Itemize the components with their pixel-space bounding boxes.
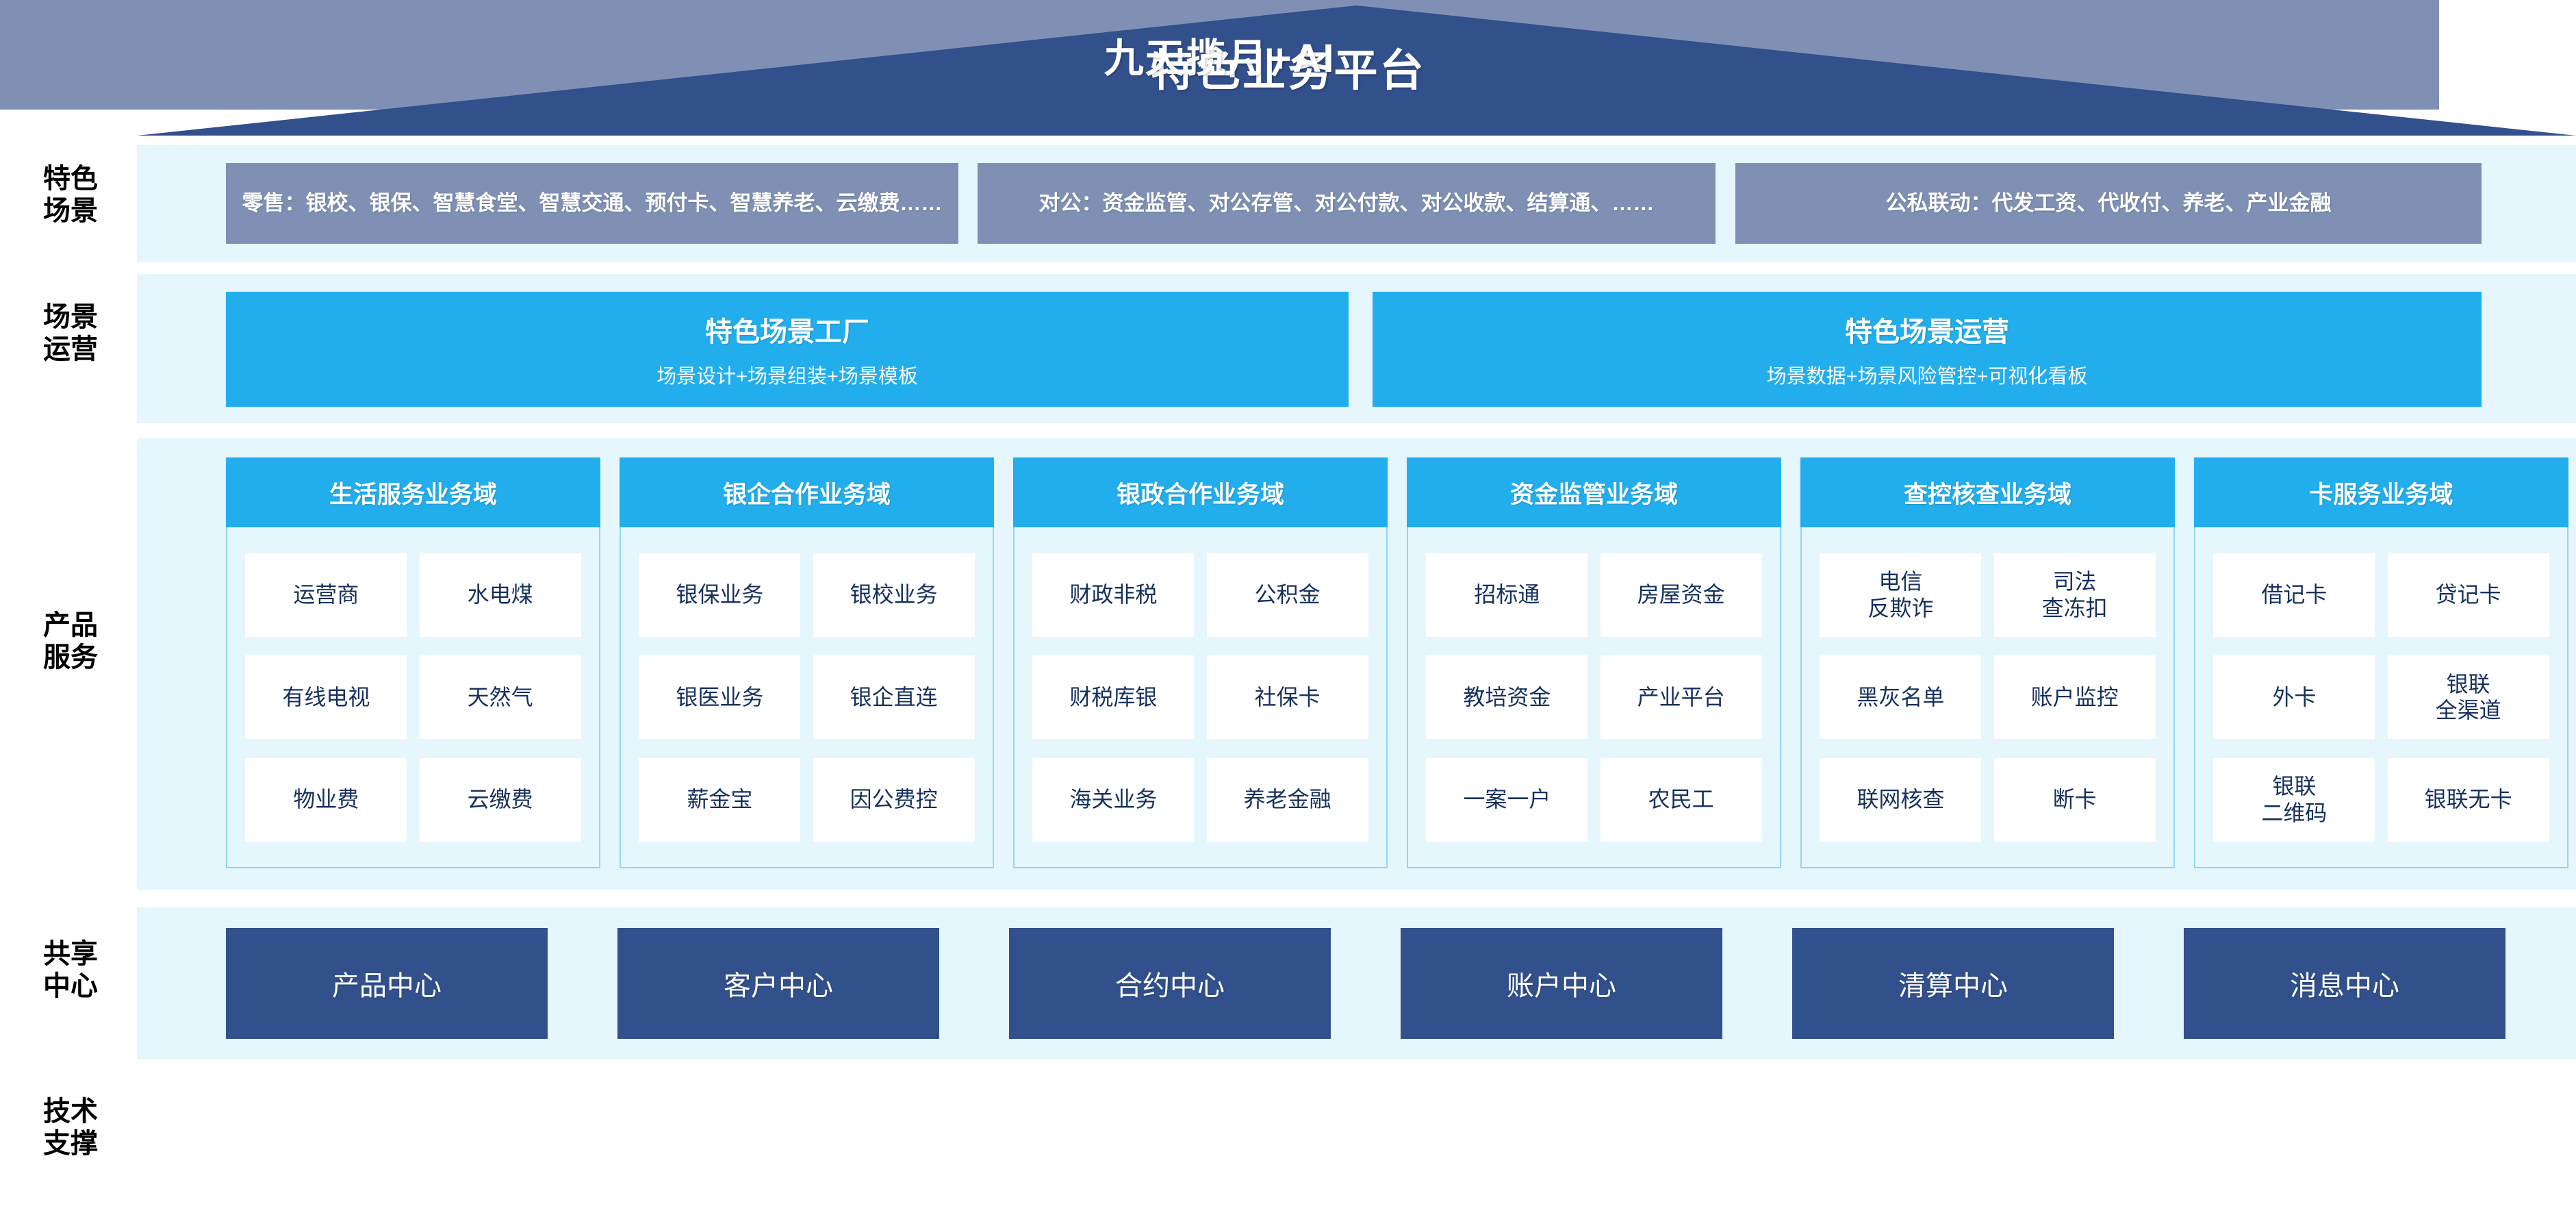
- shared-center-customer[interactable]: 客户中心: [617, 928, 939, 1039]
- domain-item[interactable]: 黑灰名单: [1820, 655, 1982, 739]
- row-label-product: 产品 服务: [43, 610, 98, 673]
- domain-items: 电信 反欺诈 司法 查冻扣 黑灰名单 账户监控 联网核查 断卡: [1800, 527, 2175, 868]
- domain-item[interactable]: 贷记卡: [2387, 553, 2549, 637]
- domain-item[interactable]: 产业平台: [1600, 655, 1762, 739]
- domain-item[interactable]: 因公费控: [813, 757, 975, 842]
- domain-item[interactable]: 一案一户: [1426, 757, 1588, 842]
- page-title: 特色业务平台: [1150, 46, 1426, 95]
- domain-title: 银企合作业务域: [620, 457, 994, 527]
- operation-title: 特色场景工厂: [705, 317, 869, 347]
- domain-item[interactable]: 有线电视: [245, 655, 407, 739]
- scenario-box-linkage[interactable]: 公私联动：代发工资、代收付、养老、产业金融: [1735, 163, 2482, 244]
- domain-item[interactable]: 云缴费: [419, 757, 581, 842]
- scenario-band: 零售：银校、银保、智慧食堂、智慧交通、预付卡、智慧养老、云缴费…… 对公：资金监…: [137, 145, 2576, 262]
- shared-center-band: 产品中心 客户中心 合约中心 账户中心 清算中心 消息中心: [137, 907, 2576, 1059]
- scenario-box-retail[interactable]: 零售：银校、银保、智慧食堂、智慧交通、预付卡、智慧养老、云缴费……: [226, 163, 958, 244]
- platform-roof: 特色业务平台: [0, 0, 2576, 140]
- domain-item[interactable]: 银校业务: [813, 553, 975, 637]
- domain-card-bank-enterprise[interactable]: 银企合作业务域 银保业务 银校业务 银医业务 银企直连 薪金宝 因公费控: [620, 457, 994, 868]
- domain-item[interactable]: 社保卡: [1206, 655, 1368, 739]
- domain-item[interactable]: 物业费: [245, 757, 407, 842]
- domain-item[interactable]: 银联 全渠道: [2387, 655, 2549, 739]
- product-band: 生活服务业务域 运营商 水电煤 有线电视 天然气 物业费 云缴费 银企合作业务域…: [137, 438, 2576, 890]
- operation-subtitle: 场景数据+场景风险管控+可视化看板: [1766, 366, 2088, 388]
- shared-center-message[interactable]: 消息中心: [2184, 928, 2505, 1039]
- domain-item[interactable]: 银医业务: [639, 655, 801, 739]
- shared-center-product[interactable]: 产品中心: [226, 928, 548, 1039]
- domain-item[interactable]: 联网核查: [1820, 757, 1982, 842]
- domain-title: 银政合作业务域: [1013, 457, 1388, 527]
- domain-title: 卡服务业务域: [2194, 457, 2568, 527]
- tech-support-label: 九天揽月+AI: [1104, 36, 1336, 81]
- domain-item[interactable]: 公积金: [1206, 553, 1368, 637]
- domain-card-fund-supervision[interactable]: 资金监管业务域 招标通 房屋资金 教培资金 产业平台 一案一户 农民工: [1407, 457, 1781, 868]
- scenario-box-corporate[interactable]: 对公：资金监管、对公存管、对公付款、对公收款、结算通、……: [978, 163, 1716, 244]
- domain-item[interactable]: 财税库银: [1032, 655, 1195, 739]
- domain-title: 查控核查业务域: [1800, 457, 2175, 527]
- operation-box-factory[interactable]: 特色场景工厂 场景设计+场景组装+场景模板: [226, 292, 1349, 407]
- domain-item[interactable]: 招标通: [1426, 553, 1588, 637]
- domain-title: 资金监管业务域: [1407, 457, 1781, 527]
- operation-subtitle: 场景设计+场景组装+场景模板: [656, 366, 918, 388]
- operation-box-operations[interactable]: 特色场景运营 场景数据+场景风险管控+可视化看板: [1373, 292, 2482, 407]
- shared-center-contract[interactable]: 合约中心: [1009, 928, 1331, 1039]
- domain-card-bank-government[interactable]: 银政合作业务域 财政非税 公积金 财税库银 社保卡 海关业务 养老金融: [1013, 457, 1388, 868]
- row-label-tech: 技术 支撑: [43, 1096, 98, 1159]
- domain-item[interactable]: 教培资金: [1426, 655, 1588, 739]
- domain-items: 银保业务 银校业务 银医业务 银企直连 薪金宝 因公费控: [620, 527, 994, 868]
- domain-item[interactable]: 财政非税: [1032, 553, 1195, 637]
- domain-item[interactable]: 银联无卡: [2387, 757, 2549, 842]
- domain-items: 借记卡 贷记卡 外卡 银联 全渠道 银联 二维码 银联无卡: [2194, 527, 2568, 868]
- row-label-scenario: 特色 场景: [43, 164, 98, 227]
- domain-item[interactable]: 借记卡: [2213, 553, 2375, 637]
- row-label-shared: 共享 中心: [43, 939, 98, 1002]
- domain-item[interactable]: 海关业务: [1032, 757, 1195, 842]
- domain-card-investigation[interactable]: 查控核查业务域 电信 反欺诈 司法 查冻扣 黑灰名单 账户监控 联网核查 断卡: [1800, 457, 2175, 868]
- domain-item[interactable]: 司法 查冻扣: [1993, 553, 2156, 637]
- domain-item[interactable]: 农民工: [1600, 757, 1762, 842]
- tech-support-band: 九天揽月+AI: [0, 0, 2439, 110]
- domain-item[interactable]: 银保业务: [639, 553, 801, 637]
- domain-item[interactable]: 银联 二维码: [2213, 757, 2375, 842]
- domain-item[interactable]: 外卡: [2213, 655, 2375, 739]
- domain-items: 财政非税 公积金 财税库银 社保卡 海关业务 养老金融: [1013, 527, 1388, 868]
- domain-item[interactable]: 断卡: [1993, 757, 2156, 842]
- domain-card-card-service[interactable]: 卡服务业务域 借记卡 贷记卡 外卡 银联 全渠道 银联 二维码 银联无卡: [2194, 457, 2568, 868]
- domain-item[interactable]: 电信 反欺诈: [1820, 553, 1982, 637]
- row-label-operation: 场景 运营: [43, 302, 98, 365]
- shared-center-account[interactable]: 账户中心: [1401, 928, 1722, 1039]
- domain-item[interactable]: 水电煤: [419, 553, 581, 637]
- domain-items: 招标通 房屋资金 教培资金 产业平台 一案一户 农民工: [1407, 527, 1781, 868]
- domain-item[interactable]: 养老金融: [1206, 757, 1368, 842]
- domain-item[interactable]: 天然气: [419, 655, 581, 739]
- domain-title: 生活服务业务域: [226, 457, 600, 527]
- operation-title: 特色场景运营: [1845, 317, 2009, 347]
- domain-item[interactable]: 房屋资金: [1600, 553, 1762, 637]
- operation-band: 特色场景工厂 场景设计+场景组装+场景模板 特色场景运营 场景数据+场景风险管控…: [137, 274, 2576, 423]
- domain-item[interactable]: 账户监控: [1993, 655, 2156, 739]
- domain-card-life-service[interactable]: 生活服务业务域 运营商 水电煤 有线电视 天然气 物业费 云缴费: [226, 457, 600, 868]
- domain-item[interactable]: 银企直连: [813, 655, 975, 739]
- domain-item[interactable]: 薪金宝: [639, 757, 801, 842]
- shared-center-clearing[interactable]: 清算中心: [1792, 928, 2114, 1039]
- domain-item[interactable]: 运营商: [245, 553, 407, 637]
- domain-items: 运营商 水电煤 有线电视 天然气 物业费 云缴费: [226, 527, 600, 868]
